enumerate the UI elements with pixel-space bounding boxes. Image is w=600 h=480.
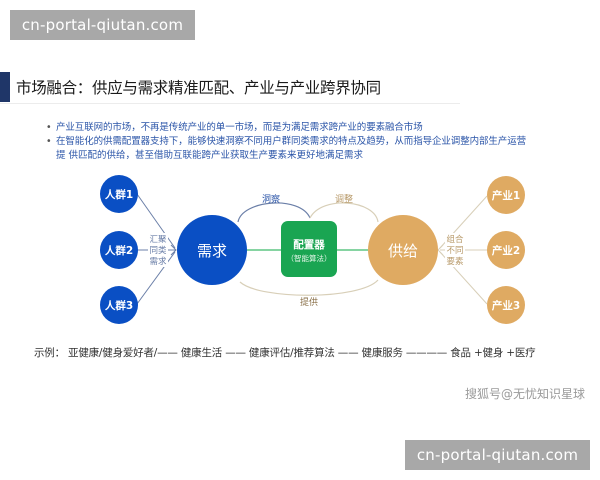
configurator-node: 配置器 （智能算法）: [281, 221, 337, 277]
source-credit: 搜狐号@无忧知识星球: [465, 387, 586, 401]
supply-demand-diagram: 人群1 人群2 人群3 汇聚 同类 需求 需求 配置器 （智能算法） 供给 组合…: [100, 175, 525, 324]
svg-text:需求: 需求: [149, 256, 167, 267]
provide-label: 提供: [300, 296, 318, 308]
bullet-list: 产业互联网的市场，不再是传统产业的单一市场，而是为满足需求跨产业的要素融合市场 …: [46, 121, 566, 162]
adjust-arc: [309, 202, 379, 223]
insight-arc: [237, 202, 311, 223]
combine-elements-label: 组合 不同 要素: [445, 233, 465, 267]
bullet-item-continuation: 提 供匹配的供给，甚至借助互联能跨产业获取生产要素来更好地满足需求: [56, 150, 364, 161]
svg-text:要素: 要素: [446, 256, 464, 267]
population-node-3: 人群3: [100, 286, 138, 324]
svg-text:产业1: 产业1: [492, 189, 520, 202]
svg-text:不同: 不同: [446, 246, 463, 256]
example-chain: 示例： 亚健康/健身爱好者/—— 健康生活 —— 健康评估/推荐算法 —— 健康…: [34, 347, 536, 359]
svg-text:组合: 组合: [446, 234, 464, 245]
title-accent-bar: [0, 72, 10, 102]
svg-text:供给: 供给: [388, 242, 418, 260]
svg-text:需求: 需求: [197, 242, 227, 260]
svg-text:产业3: 产业3: [492, 299, 520, 312]
bullet-item: 在智能化的供需配置器支持下，能够快速洞察不同用户群同类需求的特点及趋势，从而指导…: [46, 135, 566, 148]
bullet-item: 产业互联网的市场，不再是传统产业的单一市场，而是为满足需求跨产业的要素融合市场: [46, 121, 566, 134]
population-node-1: 人群1: [100, 175, 138, 213]
industry-node-2: 产业2: [487, 231, 525, 269]
provide-arc: [239, 279, 379, 296]
svg-text:配置器: 配置器: [293, 239, 325, 251]
adjust-label: 调整: [335, 193, 353, 205]
industry-node-1: 产业1: [487, 176, 525, 214]
svg-text:（智能算法）: （智能算法）: [287, 253, 332, 263]
slide-title: 市场融合：供应与需求精准匹配、产业与产业跨界协同: [16, 79, 381, 97]
svg-text:汇聚: 汇聚: [149, 235, 167, 245]
svg-text:人群2: 人群2: [105, 244, 133, 257]
watermark-bottom: cn-portal-qiutan.com: [405, 440, 590, 470]
aggregate-demand-label: 汇聚 同类 需求: [148, 233, 168, 267]
slide-title-bar: 市场融合：供应与需求精准匹配、产业与产业跨界协同: [0, 70, 460, 104]
svg-text:产业2: 产业2: [492, 244, 520, 257]
demand-node: 需求: [177, 215, 247, 285]
supply-node: 供给: [368, 215, 438, 285]
population-node-2: 人群2: [100, 231, 138, 269]
watermark-top: cn-portal-qiutan.com: [10, 10, 195, 40]
svg-text:同类: 同类: [149, 245, 167, 256]
svg-text:人群3: 人群3: [105, 299, 133, 312]
industry-node-3: 产业3: [487, 286, 525, 324]
insight-label: 洞察: [262, 193, 280, 205]
svg-text:人群1: 人群1: [105, 188, 133, 201]
